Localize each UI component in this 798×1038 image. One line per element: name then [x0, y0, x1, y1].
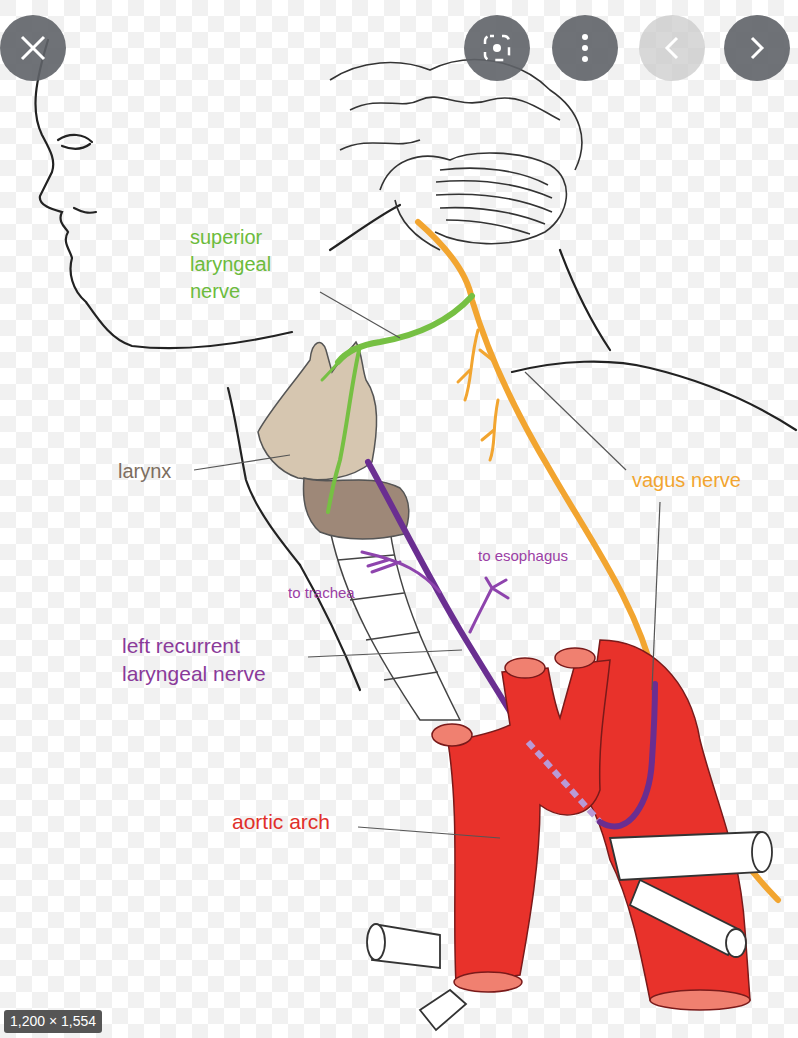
vessel-label: aortic arch [232, 808, 330, 836]
branch-label: to trachea [288, 583, 355, 603]
nerve-label: vagus nerve [632, 467, 741, 494]
viewer-buttons [0, 15, 790, 81]
brain-outline [330, 60, 582, 250]
vessel-tubes [367, 832, 772, 1030]
hidden-nerve-segment [528, 742, 600, 822]
trachea-outline [330, 530, 460, 720]
recurrent-laryngeal-nerve [362, 462, 528, 742]
nerve-loop [600, 684, 655, 826]
organ-label: larynx [118, 458, 171, 485]
aortic-arch-shape [432, 640, 750, 1010]
branch-label: to esophagus [478, 546, 568, 566]
nerve-label: superior laryngeal nerve [190, 224, 312, 305]
image-size-badge: 1,200 × 1,554 [4, 1010, 102, 1033]
larynx-shape [258, 342, 409, 539]
head-outline [35, 40, 796, 690]
superior-laryngeal-nerve [322, 296, 472, 512]
leader-lines [194, 292, 660, 838]
nerve-label: left recurrent laryngeal nerve [122, 632, 302, 689]
